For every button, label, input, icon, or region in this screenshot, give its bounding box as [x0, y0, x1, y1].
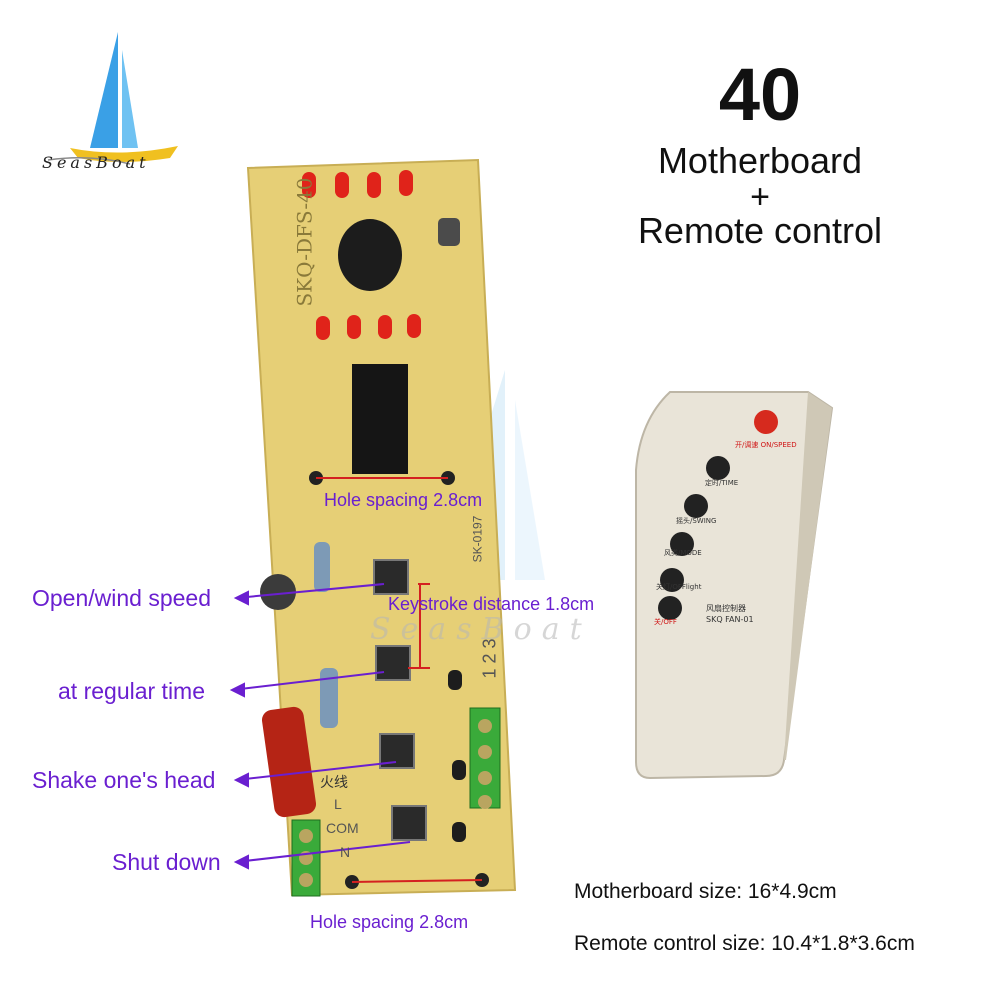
remote-time-label: 定时/TIME [705, 479, 739, 487]
regular-time-label: at regular time [58, 678, 206, 704]
remote-model: SKQ FAN-01 [706, 615, 754, 624]
board-model-silkscreen: SKQ-DFS-40 [292, 177, 317, 307]
headline-plus: + [750, 178, 770, 216]
keystroke-distance-label: Keystroke distance 1.8cm [388, 594, 595, 614]
headline-motherboard: Motherboard [657, 140, 863, 181]
board-live-label: 火线 [320, 774, 348, 790]
hole-spacing-bottom-label: Hole spacing 2.8cm [310, 912, 469, 932]
remote-off-label: 关/OFF [654, 618, 677, 626]
remote-offlight-label: 关灯/OFFlight [656, 583, 702, 591]
remote-product-name: 风扇控制器 [706, 604, 746, 613]
board-com-label: COM [326, 820, 359, 836]
remote-size-spec: Remote control size: 10.4*1.8*3.6cm [574, 932, 915, 955]
headline-remote-control: Remote control [637, 210, 883, 251]
seasboat-logo [47, 32, 178, 165]
shut-down-label: Shut down [112, 849, 221, 875]
watermark-text: SeasBoat [370, 612, 592, 647]
logo-wordmark: SeasBoat [42, 153, 150, 172]
model-number: 40 [718, 53, 802, 136]
motherboard-size-spec: Motherboard size: 16*4.9cm [574, 880, 837, 903]
board-l-label: L [334, 796, 342, 812]
remote-on-speed-label: 开/调速 ON/SPEED [735, 441, 797, 449]
board-n-label: N [340, 844, 351, 860]
shake-head-label: Shake one's head [32, 767, 216, 793]
remote-swing-label: 摇头/SWING [676, 517, 717, 525]
open-wind-speed-label: Open/wind speed [32, 585, 212, 611]
hole-spacing-top-label: Hole spacing 2.8cm [324, 490, 483, 510]
remote-mode-label: 风类/MODE [664, 549, 702, 557]
board-code-silkscreen: SK-0197 [470, 515, 485, 563]
